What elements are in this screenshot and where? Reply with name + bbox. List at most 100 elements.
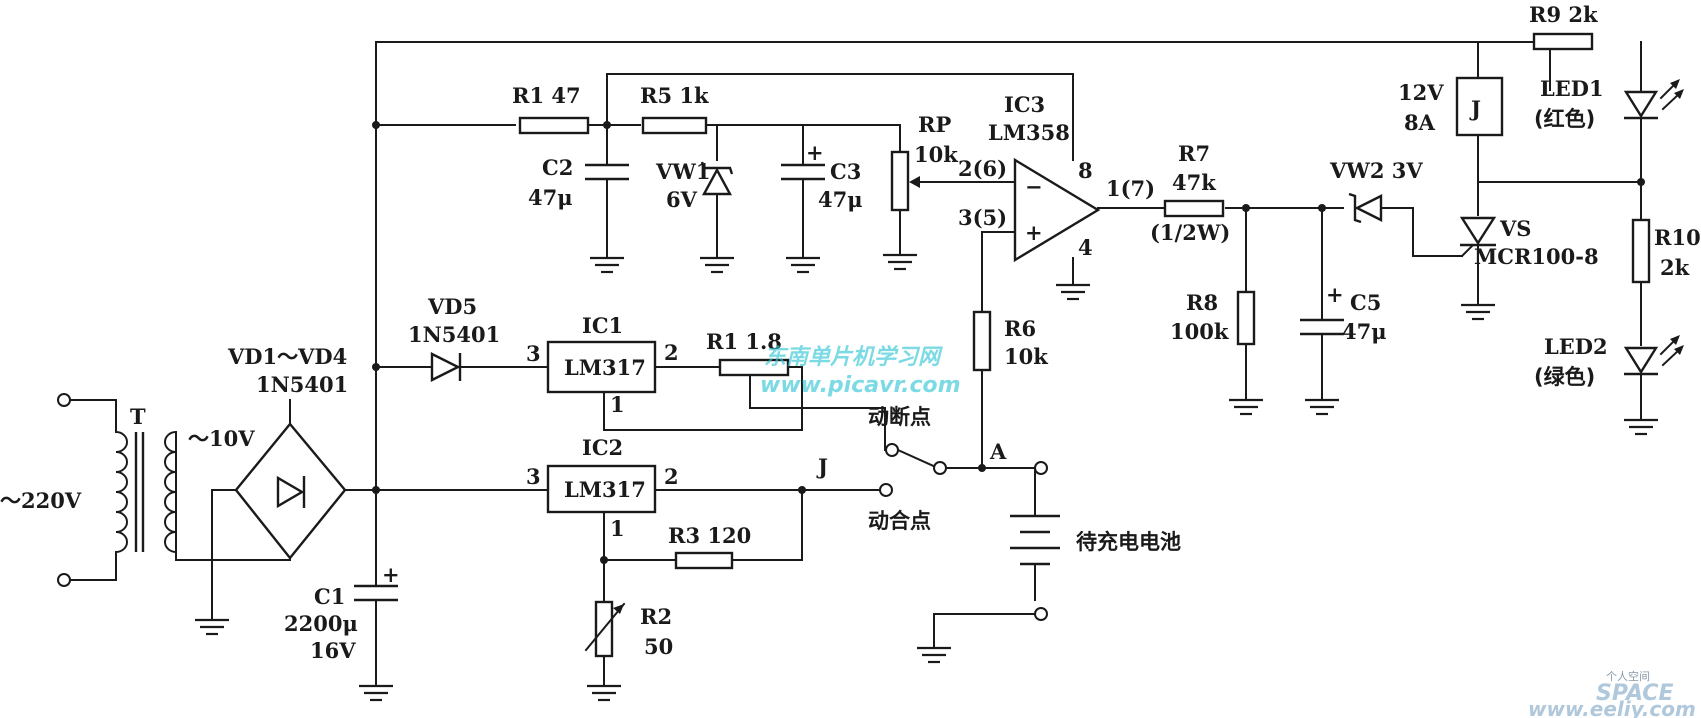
ground-symbol — [195, 618, 229, 636]
label-c3-plus: + — [806, 140, 824, 165]
label-no-contact: 动合点 — [868, 509, 931, 533]
label-vd5: VD5 — [427, 294, 477, 319]
label-c2-value: 47μ — [528, 185, 573, 210]
label-c3-value: 47μ — [818, 187, 863, 212]
ground-symbol — [1305, 398, 1339, 416]
relay-coil — [1455, 76, 1504, 137]
resistor-r1b — [718, 358, 790, 377]
resistor-r5 — [641, 116, 708, 135]
diode-vd5 — [430, 352, 462, 382]
label-secondary-voltage: ～10V — [188, 426, 255, 451]
label-node-a: A — [989, 439, 1007, 464]
potentiometer-rp — [890, 150, 910, 212]
label-led2: LED2 — [1544, 334, 1608, 359]
label-pin-3-5: 3(5) — [958, 205, 1007, 230]
battery — [1010, 514, 1060, 566]
ground-symbol — [883, 253, 917, 271]
label-r7: R7 — [1178, 141, 1210, 166]
label-r1: R1 47 — [512, 83, 581, 108]
label-ic2-pin1: 1 — [610, 516, 625, 541]
label-r1b: R1 1.8 — [706, 329, 782, 354]
resistor-r10 — [1631, 218, 1651, 284]
label-pin-8: 8 — [1078, 158, 1093, 183]
watermark-space-url: www.eeliy.com — [1528, 697, 1696, 718]
label-relay-current: 8A — [1404, 110, 1436, 135]
label-rp: RP — [918, 112, 951, 137]
label-c1: C1 — [314, 584, 345, 609]
ground-symbol — [590, 256, 624, 274]
label-ic1-pin2: 2 — [664, 340, 679, 365]
scr-vs — [1459, 216, 1497, 258]
ic1-lm317 — [546, 340, 657, 394]
label-rp-value: 10k — [914, 142, 958, 167]
label-ic1-pin3: 3 — [526, 341, 541, 366]
watermark-site-name: 东南单片机学习网 — [764, 344, 943, 370]
diodes — [430, 79, 1684, 382]
led1 — [1623, 79, 1684, 120]
label-lm358: LM358 — [988, 120, 1070, 145]
capacitor-c1 — [354, 584, 398, 602]
zener-vw2 — [1348, 192, 1383, 224]
bridge-rectifier — [211, 422, 347, 560]
grounds — [195, 253, 1658, 702]
ic2-lm317 — [546, 464, 657, 514]
label-led1: LED1 — [1540, 76, 1604, 101]
ground-symbol — [1624, 418, 1658, 436]
resistor-r8 — [1236, 290, 1256, 346]
labels: R9 2k R1 47 R5 1k IC3 LM358 RP 10k C2 47… — [0, 2, 1701, 663]
label-r9: R9 2k — [1529, 2, 1598, 27]
label-r2-value: 50 — [644, 634, 673, 659]
label-relay-voltage: 12V — [1398, 80, 1444, 105]
label-c5-plus: + — [1326, 282, 1344, 307]
label-battery: 待充电电池 — [1076, 530, 1181, 554]
watermark-space-logo: SPACE — [1596, 681, 1673, 706]
label-ic2: IC2 — [582, 435, 623, 460]
ground-symbol — [1461, 303, 1495, 321]
label-r3: R3 120 — [668, 523, 751, 548]
label-r2: R2 — [640, 604, 672, 629]
zener-vw1 — [700, 161, 734, 196]
label-r10-value: 2k — [1660, 255, 1690, 280]
label-r6-value: 10k — [1004, 344, 1048, 369]
label-c1-voltage: 16V — [310, 638, 356, 663]
label-led1-color: (红色) — [1534, 107, 1595, 131]
label-vd5-value: 1N5401 — [408, 322, 500, 347]
label-transformer: T — [130, 404, 146, 429]
label-r8-value: 100k — [1170, 319, 1229, 344]
label-pin-2-6: 2(6) — [958, 156, 1007, 181]
label-vw1: VW1 — [655, 159, 711, 184]
label-vw2: VW2 3V — [1329, 158, 1423, 183]
label-ic1-chip: LM317 — [564, 355, 646, 380]
ground-symbol — [1056, 283, 1090, 301]
transformer — [114, 430, 178, 554]
ic3-lm358 — [1013, 157, 1101, 263]
resistor-r7 — [1163, 199, 1225, 218]
resistor-r3 — [674, 551, 734, 570]
resistor-r9 — [1532, 32, 1594, 51]
label-r6: R6 — [1004, 316, 1036, 341]
label-relay-j: J — [1469, 96, 1481, 121]
label-c5: C5 — [1350, 290, 1381, 315]
label-pin-1-7: 1(7) — [1106, 176, 1155, 201]
label-ic2-pin3: 3 — [526, 464, 541, 489]
ground-symbol — [917, 646, 951, 664]
label-r7-value: 47k — [1172, 170, 1216, 195]
watermarks: 东南单片机学习网 www.picavr.com 个人空间 SPACE www.e… — [760, 344, 1696, 718]
label-r7-power: (1/2W) — [1150, 220, 1230, 245]
ground-symbol — [786, 256, 820, 274]
label-r10: R10 — [1654, 225, 1701, 250]
label-mcr: MCR100-8 — [1474, 244, 1599, 269]
label-ic1: IC1 — [582, 313, 623, 338]
resistor-r6 — [972, 310, 992, 372]
capacitor-c2 — [585, 163, 629, 181]
ground-symbol — [700, 256, 734, 274]
label-ic3-minus: − — [1025, 174, 1043, 199]
label-ic3: IC3 — [1004, 92, 1045, 117]
label-ic3-plus: + — [1025, 220, 1043, 245]
capacitor-c3 — [781, 163, 825, 181]
label-pin-4: 4 — [1078, 235, 1093, 260]
label-r8: R8 — [1186, 290, 1218, 315]
label-vw1-value: 6V — [666, 187, 698, 212]
resistors — [518, 32, 1651, 658]
